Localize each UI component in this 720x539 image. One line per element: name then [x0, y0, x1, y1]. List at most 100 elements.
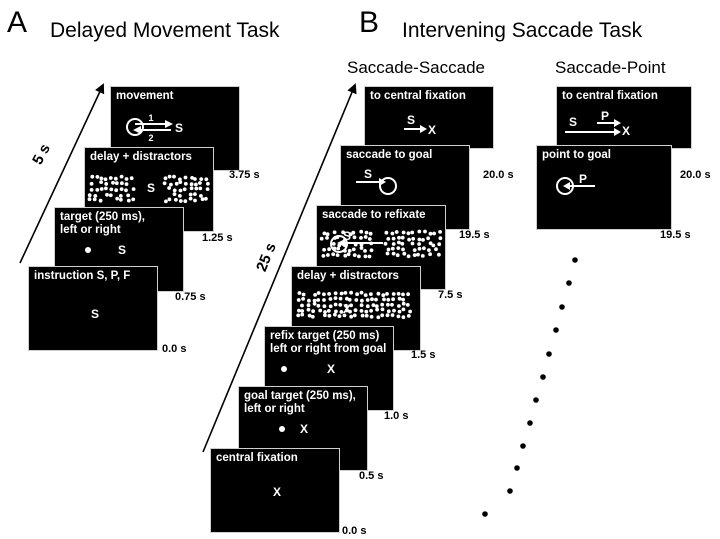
time-20-0: 20.0 s [483, 169, 514, 181]
distractor-dot [198, 186, 203, 191]
distractor-dot [395, 253, 400, 258]
distractor-dot [346, 252, 351, 257]
distractor-dot [326, 309, 331, 313]
distractor-dot [335, 253, 340, 257]
distractor-dot [402, 251, 407, 256]
fixation-symbol: X [427, 123, 437, 137]
distractor-dot [437, 242, 442, 247]
distractor-dot [363, 249, 367, 253]
distractor-dot [178, 194, 182, 198]
distractor-dot [322, 231, 327, 236]
distractor-dot [296, 298, 301, 302]
distractor-dot [325, 236, 329, 240]
distractor-dot [344, 308, 349, 313]
distractor-dot [352, 235, 357, 240]
time-20-0-sp: 20.0 s [680, 169, 711, 181]
distractor-dot [163, 176, 168, 181]
distractor-dot [397, 304, 401, 308]
distractor-dot [382, 297, 386, 302]
distractor-dot [333, 312, 337, 317]
saccade-symbol: S [568, 115, 578, 129]
saccade-symbol: S [406, 113, 416, 127]
distractor-dot [312, 301, 317, 306]
distractor-dot [198, 181, 202, 185]
distractor-dot [376, 315, 381, 320]
distractor-dot [423, 229, 427, 234]
distractor-dot [353, 308, 358, 313]
distractor-dot [124, 188, 128, 193]
distractor-dot [189, 182, 194, 187]
distractor-dot [397, 240, 401, 245]
distractor-dot [328, 297, 333, 301]
distractor-dot [386, 309, 391, 314]
distractor-dot [131, 197, 136, 202]
distractor-dot [359, 229, 364, 234]
distractor-dot [438, 230, 442, 234]
distractor-dot [182, 187, 187, 192]
distractor-dot [381, 293, 386, 298]
distractor-dot [397, 296, 402, 301]
distractor-dot [400, 241, 405, 246]
distractor-dot [114, 181, 119, 186]
time-19-5-sp: 19.5 s [660, 229, 691, 241]
distractor-dot [363, 235, 368, 239]
time-1-5: 1.5 s [411, 349, 436, 361]
distractor-dot [407, 237, 411, 242]
distractor-dot [95, 175, 100, 179]
distractor-dot [367, 254, 372, 259]
distractor-dot [367, 237, 372, 241]
distractor-dot [417, 237, 422, 242]
distractor-dot [364, 313, 369, 318]
distractor-dot [311, 309, 315, 314]
distractor-dot [386, 302, 390, 307]
distractor-dot [338, 303, 343, 307]
distractor-dot [99, 180, 103, 184]
distractor-dot [396, 246, 401, 250]
movement-path-number-2: 2 [148, 133, 154, 143]
distractor-dot [384, 230, 389, 235]
distractor-dot [391, 236, 396, 241]
distractor-dot [183, 181, 188, 186]
distractor-dot [323, 313, 327, 318]
distractor-dot [412, 248, 417, 252]
distractor-dot [87, 197, 92, 202]
time-7-5: 7.5 s [438, 289, 463, 301]
distractor-dot [174, 197, 178, 202]
distractor-dot [369, 248, 374, 253]
distractor-dot [322, 298, 326, 302]
distractor-dot [342, 313, 347, 318]
distractor-dot [119, 187, 124, 191]
distractor-dot [390, 246, 395, 251]
return-arrows [565, 119, 621, 136]
distractor-dot [417, 242, 421, 246]
distractor-dot [394, 230, 399, 234]
fixation-symbol: X [299, 422, 309, 436]
distractor-dot [359, 236, 363, 240]
distractor-dot [401, 230, 406, 235]
distractor-dot [396, 314, 401, 319]
screen-label: refix target (250 ms) left or right from… [270, 330, 387, 355]
refix-target-dot [281, 366, 287, 372]
screen-label: point to goal [542, 149, 611, 161]
distractor-dot [105, 192, 109, 197]
distractor-dot [401, 315, 406, 320]
distractor-dot [374, 304, 379, 309]
distractor-dot [359, 290, 364, 295]
distractor-dot [301, 292, 306, 297]
distractor-dot [401, 307, 406, 312]
distractor-dot [193, 177, 197, 181]
distractor-dot [428, 241, 433, 246]
distractor-dot [95, 188, 100, 192]
distractor-dot [370, 297, 374, 302]
distractor-dot [434, 247, 438, 252]
distractor-dot [327, 313, 332, 318]
fixation-symbol: X [272, 485, 282, 499]
distractor-dot [347, 297, 352, 302]
distractor-dot [307, 298, 311, 303]
saccade-point-heading: Saccade-Point [555, 58, 666, 77]
distractor-dot [296, 313, 301, 318]
distractor-dot [352, 313, 357, 318]
distractor-dot [410, 230, 415, 235]
movement-path-number-1: 1 [148, 113, 154, 123]
